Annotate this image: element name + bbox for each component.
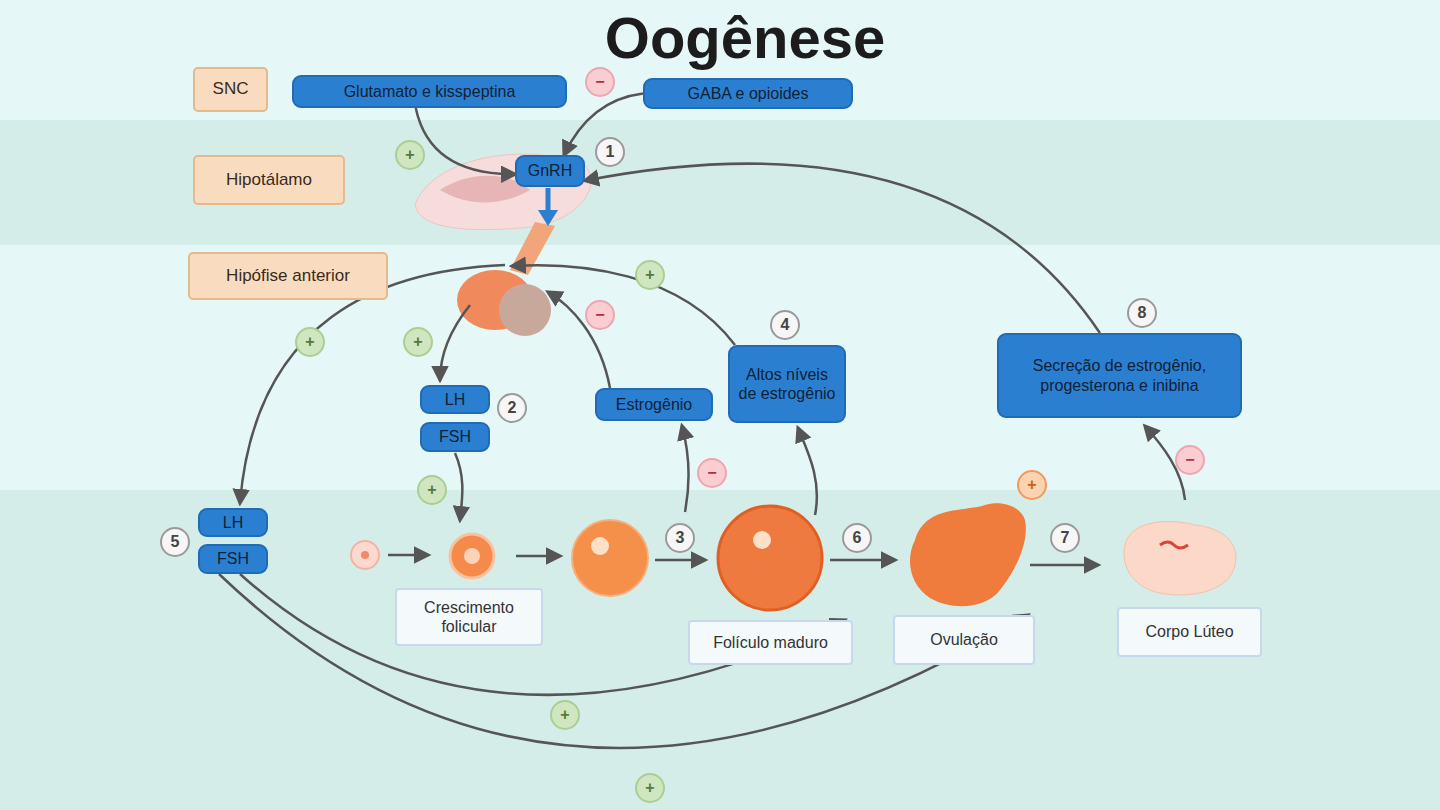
sign-circle: −: [1175, 445, 1205, 475]
feedback-arrow: [585, 164, 1100, 333]
corpus-luteum-illustration: [1124, 522, 1236, 595]
oocyte: [753, 531, 771, 549]
arrow: [798, 428, 817, 515]
hormone-box: LH: [198, 508, 268, 537]
node-text: Corpo Lúteo: [1145, 622, 1233, 641]
arrow: [516, 555, 560, 558]
arrow: [682, 426, 689, 512]
pituitary-illustration: [499, 284, 551, 336]
stage-caption: Ovulação: [893, 615, 1035, 665]
arrow: [455, 453, 462, 520]
hypothalamus-illustration: [415, 154, 591, 230]
arrow: [655, 559, 705, 562]
hormone-box: LH: [420, 385, 490, 414]
sign-circle: −: [585, 67, 615, 97]
secondary-follicle: [572, 520, 648, 596]
arrow: [388, 554, 428, 557]
node-text: LH: [223, 513, 243, 532]
primary-follicle: [450, 534, 494, 578]
signal-box: Glutamato e kisspeptina: [292, 75, 567, 108]
sign-circle: 8: [1127, 298, 1157, 328]
gnrh-arrow: [546, 188, 551, 212]
node-text: Folículo maduro: [713, 633, 828, 652]
hormone-box: Secreção de estrogênio, progesterona e i…: [997, 333, 1242, 418]
sign-circle: +: [1017, 470, 1047, 500]
stage-caption: Folículo maduro: [688, 620, 853, 665]
region-label: SNC: [193, 67, 268, 112]
hormone-box: Altos níveis de estrogênio: [728, 345, 846, 423]
pituitary-stalk: [510, 222, 555, 275]
node-text: GABA e opioides: [688, 84, 809, 103]
sign-circle: 1: [595, 137, 625, 167]
node-text: Hipófise anterior: [226, 266, 350, 286]
feedback-arrow: [240, 574, 845, 695]
gnrh-arrow-head: [538, 210, 558, 226]
sign-circle: +: [403, 327, 433, 357]
band: [0, 120, 1440, 245]
node-text: Crescimento folicular: [403, 598, 535, 636]
sign-circle: +: [295, 327, 325, 357]
sign-circle: −: [697, 458, 727, 488]
sign-circle: 6: [842, 523, 872, 553]
band: [0, 245, 1440, 490]
hormone-box: Estrogênio: [595, 388, 713, 421]
region-label: Hipotálamo: [193, 155, 345, 205]
oocyte: [361, 551, 369, 559]
sign-circle: +: [395, 140, 425, 170]
sign-circle: +: [635, 773, 665, 803]
signal-box: GABA e opioides: [643, 78, 853, 109]
hormone-box: FSH: [198, 544, 268, 574]
node-text: Altos níveis de estrogênio: [736, 365, 838, 403]
arrow: [830, 559, 895, 562]
band: [0, 0, 1440, 120]
hormone-box: GnRH: [515, 155, 585, 187]
primordial-follicle: [351, 541, 379, 569]
node-text: Glutamato e kisspeptina: [344, 82, 516, 101]
sign-circle: 3: [665, 523, 695, 553]
arrow: [440, 305, 470, 380]
node-text: SNC: [213, 79, 249, 99]
band: [0, 490, 1440, 810]
region-label: Hipófise anterior: [188, 252, 388, 300]
node-text: LH: [445, 390, 465, 409]
ovulation-illustration: [910, 503, 1026, 606]
node-text: Ovulação: [930, 630, 998, 649]
diagram-title: Oogênese: [0, 4, 1440, 71]
sign-circle: 2: [497, 393, 527, 423]
sign-circle: 4: [770, 310, 800, 340]
node-text: FSH: [217, 549, 249, 568]
sign-circle: +: [550, 700, 580, 730]
node-text: FSH: [439, 427, 471, 446]
node-text: Hipotálamo: [226, 170, 312, 190]
mature-follicle: [718, 506, 822, 610]
sign-circle: 7: [1050, 523, 1080, 553]
arrow: [240, 265, 505, 503]
node-text: Secreção de estrogênio, progesterona e i…: [1005, 356, 1234, 394]
node-text: Estrogênio: [616, 395, 693, 414]
arrow: [1030, 564, 1098, 567]
sign-circle: −: [585, 300, 615, 330]
stage-caption: Corpo Lúteo: [1117, 607, 1262, 657]
sign-circle: 5: [160, 527, 190, 557]
oocyte: [464, 548, 480, 564]
sign-circle: +: [635, 260, 665, 290]
sign-circle: +: [417, 475, 447, 505]
corpus-luteum-detail: [1160, 542, 1188, 548]
arrow: [512, 265, 735, 345]
feedback-arrow: [416, 108, 515, 174]
hormone-box: FSH: [420, 422, 490, 452]
oocyte: [591, 537, 609, 555]
node-text: GnRH: [528, 161, 572, 180]
stage-caption: Crescimento folicular: [395, 588, 543, 646]
